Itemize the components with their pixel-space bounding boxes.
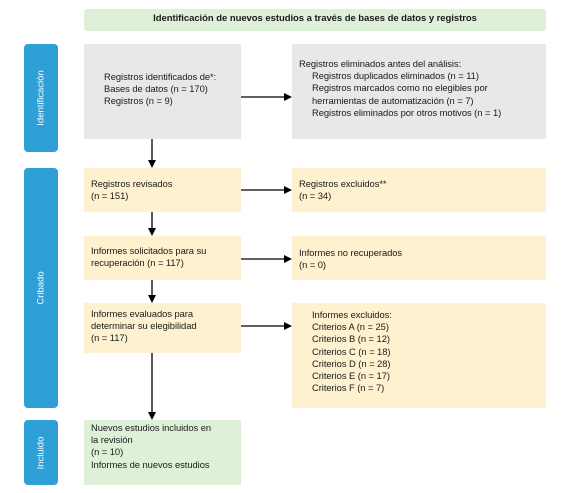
- records-removed-line-3: Registros marcados como no elegibles por: [312, 82, 488, 94]
- reports-assessed-line-3: (n = 117): [91, 332, 128, 344]
- reports-excluded-line-7: Criterios F (n = 7): [312, 382, 385, 394]
- phase-label-identification: Identificación: [24, 44, 58, 152]
- records-identified-line-2: Bases de datos (n = 170): [104, 83, 208, 95]
- records-excluded-line-1: Registros excluidos**: [299, 178, 387, 189]
- reports-excluded-line-4: Criterios C (n = 18): [312, 345, 391, 357]
- records-screened-line-1: Registros revisados: [91, 178, 173, 189]
- records-removed-line-5: Registros eliminados por otros motivos (…: [312, 106, 502, 118]
- box-studies-included: Nuevos estudios incluidos en la revisión…: [84, 420, 241, 485]
- reports-not-retrieved-line-2: (n = 0): [299, 259, 327, 271]
- box-reports-excluded: Informes excluidos: Criterios A (n = 25)…: [292, 303, 546, 408]
- box-records-excluded: Registros excluidos** (n = 34): [292, 168, 546, 212]
- box-reports-assessed: Informes evaluados para determinar su el…: [84, 303, 241, 353]
- box-records-identified: Registros identificados de*: Bases de da…: [84, 44, 241, 139]
- records-removed-line-4: herramientas de automatización (n = 7): [312, 94, 474, 106]
- studies-included-line-2: la revisión: [91, 434, 133, 446]
- studies-included-line-1: Nuevos estudios incluidos en: [91, 422, 212, 433]
- box-reports-not-retrieved: Informes no recuperados (n = 0): [292, 236, 546, 280]
- box-records-removed: Registros eliminados antes del análisis:…: [292, 44, 546, 139]
- reports-assessed-line-2: determinar su elegibilidad: [91, 320, 197, 332]
- records-identified-line-1: Registros identificados de*:: [104, 71, 217, 82]
- reports-excluded-line-5: Criterios D (n = 28): [312, 357, 391, 369]
- reports-excluded-line-6: Criterios E (n = 17): [312, 370, 390, 382]
- records-identified-line-3: Registros (n = 9): [104, 95, 173, 107]
- phase-label-included: Incluido: [24, 420, 58, 485]
- studies-included-line-4: Informes de nuevos estudios: [91, 458, 210, 470]
- reports-sought-line-1: Informes solicitados para su: [91, 245, 207, 256]
- phase-label-screening: Cribado: [24, 168, 58, 408]
- box-records-screened: Registros revisados (n = 151): [84, 168, 241, 212]
- reports-excluded-line-1: Informes excluidos:: [312, 309, 392, 320]
- records-screened-line-2: (n = 151): [91, 190, 129, 202]
- reports-sought-line-2: recuperación (n = 117): [91, 257, 184, 269]
- reports-excluded-line-3: Criterios B (n = 12): [312, 333, 390, 345]
- records-removed-line-2: Registros duplicados eliminados (n = 11): [312, 70, 479, 82]
- box-reports-sought: Informes solicitados para su recuperació…: [84, 236, 241, 280]
- diagram-title: Identificación de nuevos estudios a trav…: [84, 9, 546, 31]
- records-removed-line-1: Registros eliminados antes del análisis:: [299, 58, 462, 69]
- diagram-title-text: Identificación de nuevos estudios a trav…: [153, 13, 477, 24]
- reports-assessed-line-1: Informes evaluados para: [91, 308, 194, 319]
- studies-included-line-3: (n = 10): [91, 446, 124, 458]
- records-excluded-line-2: (n = 34): [299, 190, 332, 202]
- reports-not-retrieved-line-1: Informes no recuperados: [299, 247, 403, 258]
- reports-excluded-line-2: Criterios A (n = 25): [312, 321, 389, 333]
